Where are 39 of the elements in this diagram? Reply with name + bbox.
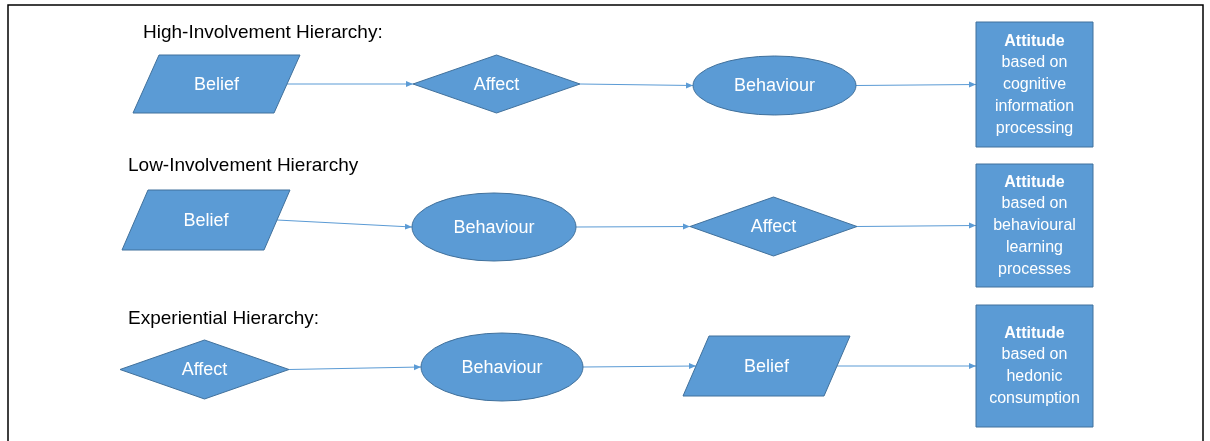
arrow bbox=[579, 82, 694, 89]
box-description: based on behavioural learning processes bbox=[992, 192, 1077, 279]
node-label: Belief bbox=[183, 209, 229, 231]
node-label: Belief bbox=[194, 73, 239, 95]
hierarchy-heading: Low-Involvement Hierarchy bbox=[128, 154, 359, 176]
node-label: Belief bbox=[744, 355, 789, 377]
diamond-node bbox=[413, 55, 580, 113]
node-label: Affect bbox=[750, 216, 797, 237]
node-label: Behaviour bbox=[733, 75, 816, 96]
arrow bbox=[836, 363, 977, 369]
arrow bbox=[582, 363, 697, 370]
node-label: Behaviour bbox=[461, 356, 543, 378]
ellipse-node bbox=[693, 56, 856, 115]
arrow bbox=[856, 222, 977, 229]
attitude-box bbox=[976, 22, 1093, 147]
node-label: Affect bbox=[473, 73, 520, 95]
arrow bbox=[288, 364, 422, 371]
node-label: Affect bbox=[181, 359, 228, 380]
diamond-node bbox=[120, 340, 289, 399]
attitude-box bbox=[976, 164, 1093, 287]
node-label: Behaviour bbox=[453, 216, 535, 238]
hierarchy-heading: Experiential Hierarchy: bbox=[128, 307, 320, 329]
arrow bbox=[276, 219, 413, 230]
diamond-node bbox=[690, 197, 857, 256]
ellipse-node bbox=[412, 193, 576, 261]
ellipse-node bbox=[421, 333, 583, 401]
box-heading: Attitude bbox=[1004, 30, 1065, 51]
parallelogram-node bbox=[133, 55, 300, 113]
hierarchy-heading: High-Involvement Hierarchy: bbox=[143, 21, 383, 43]
box-heading: Attitude bbox=[1004, 323, 1065, 343]
parallelogram-node bbox=[683, 336, 850, 396]
arrow bbox=[286, 81, 414, 87]
arrow bbox=[855, 81, 977, 88]
box-description: based on cognitive information processing bbox=[993, 51, 1076, 138]
box-heading: Attitude bbox=[1004, 171, 1065, 192]
parallelogram-node bbox=[122, 190, 290, 250]
attitude-box bbox=[976, 305, 1093, 427]
box-description: based on hedonic consumption bbox=[988, 344, 1081, 408]
arrow bbox=[575, 223, 691, 230]
